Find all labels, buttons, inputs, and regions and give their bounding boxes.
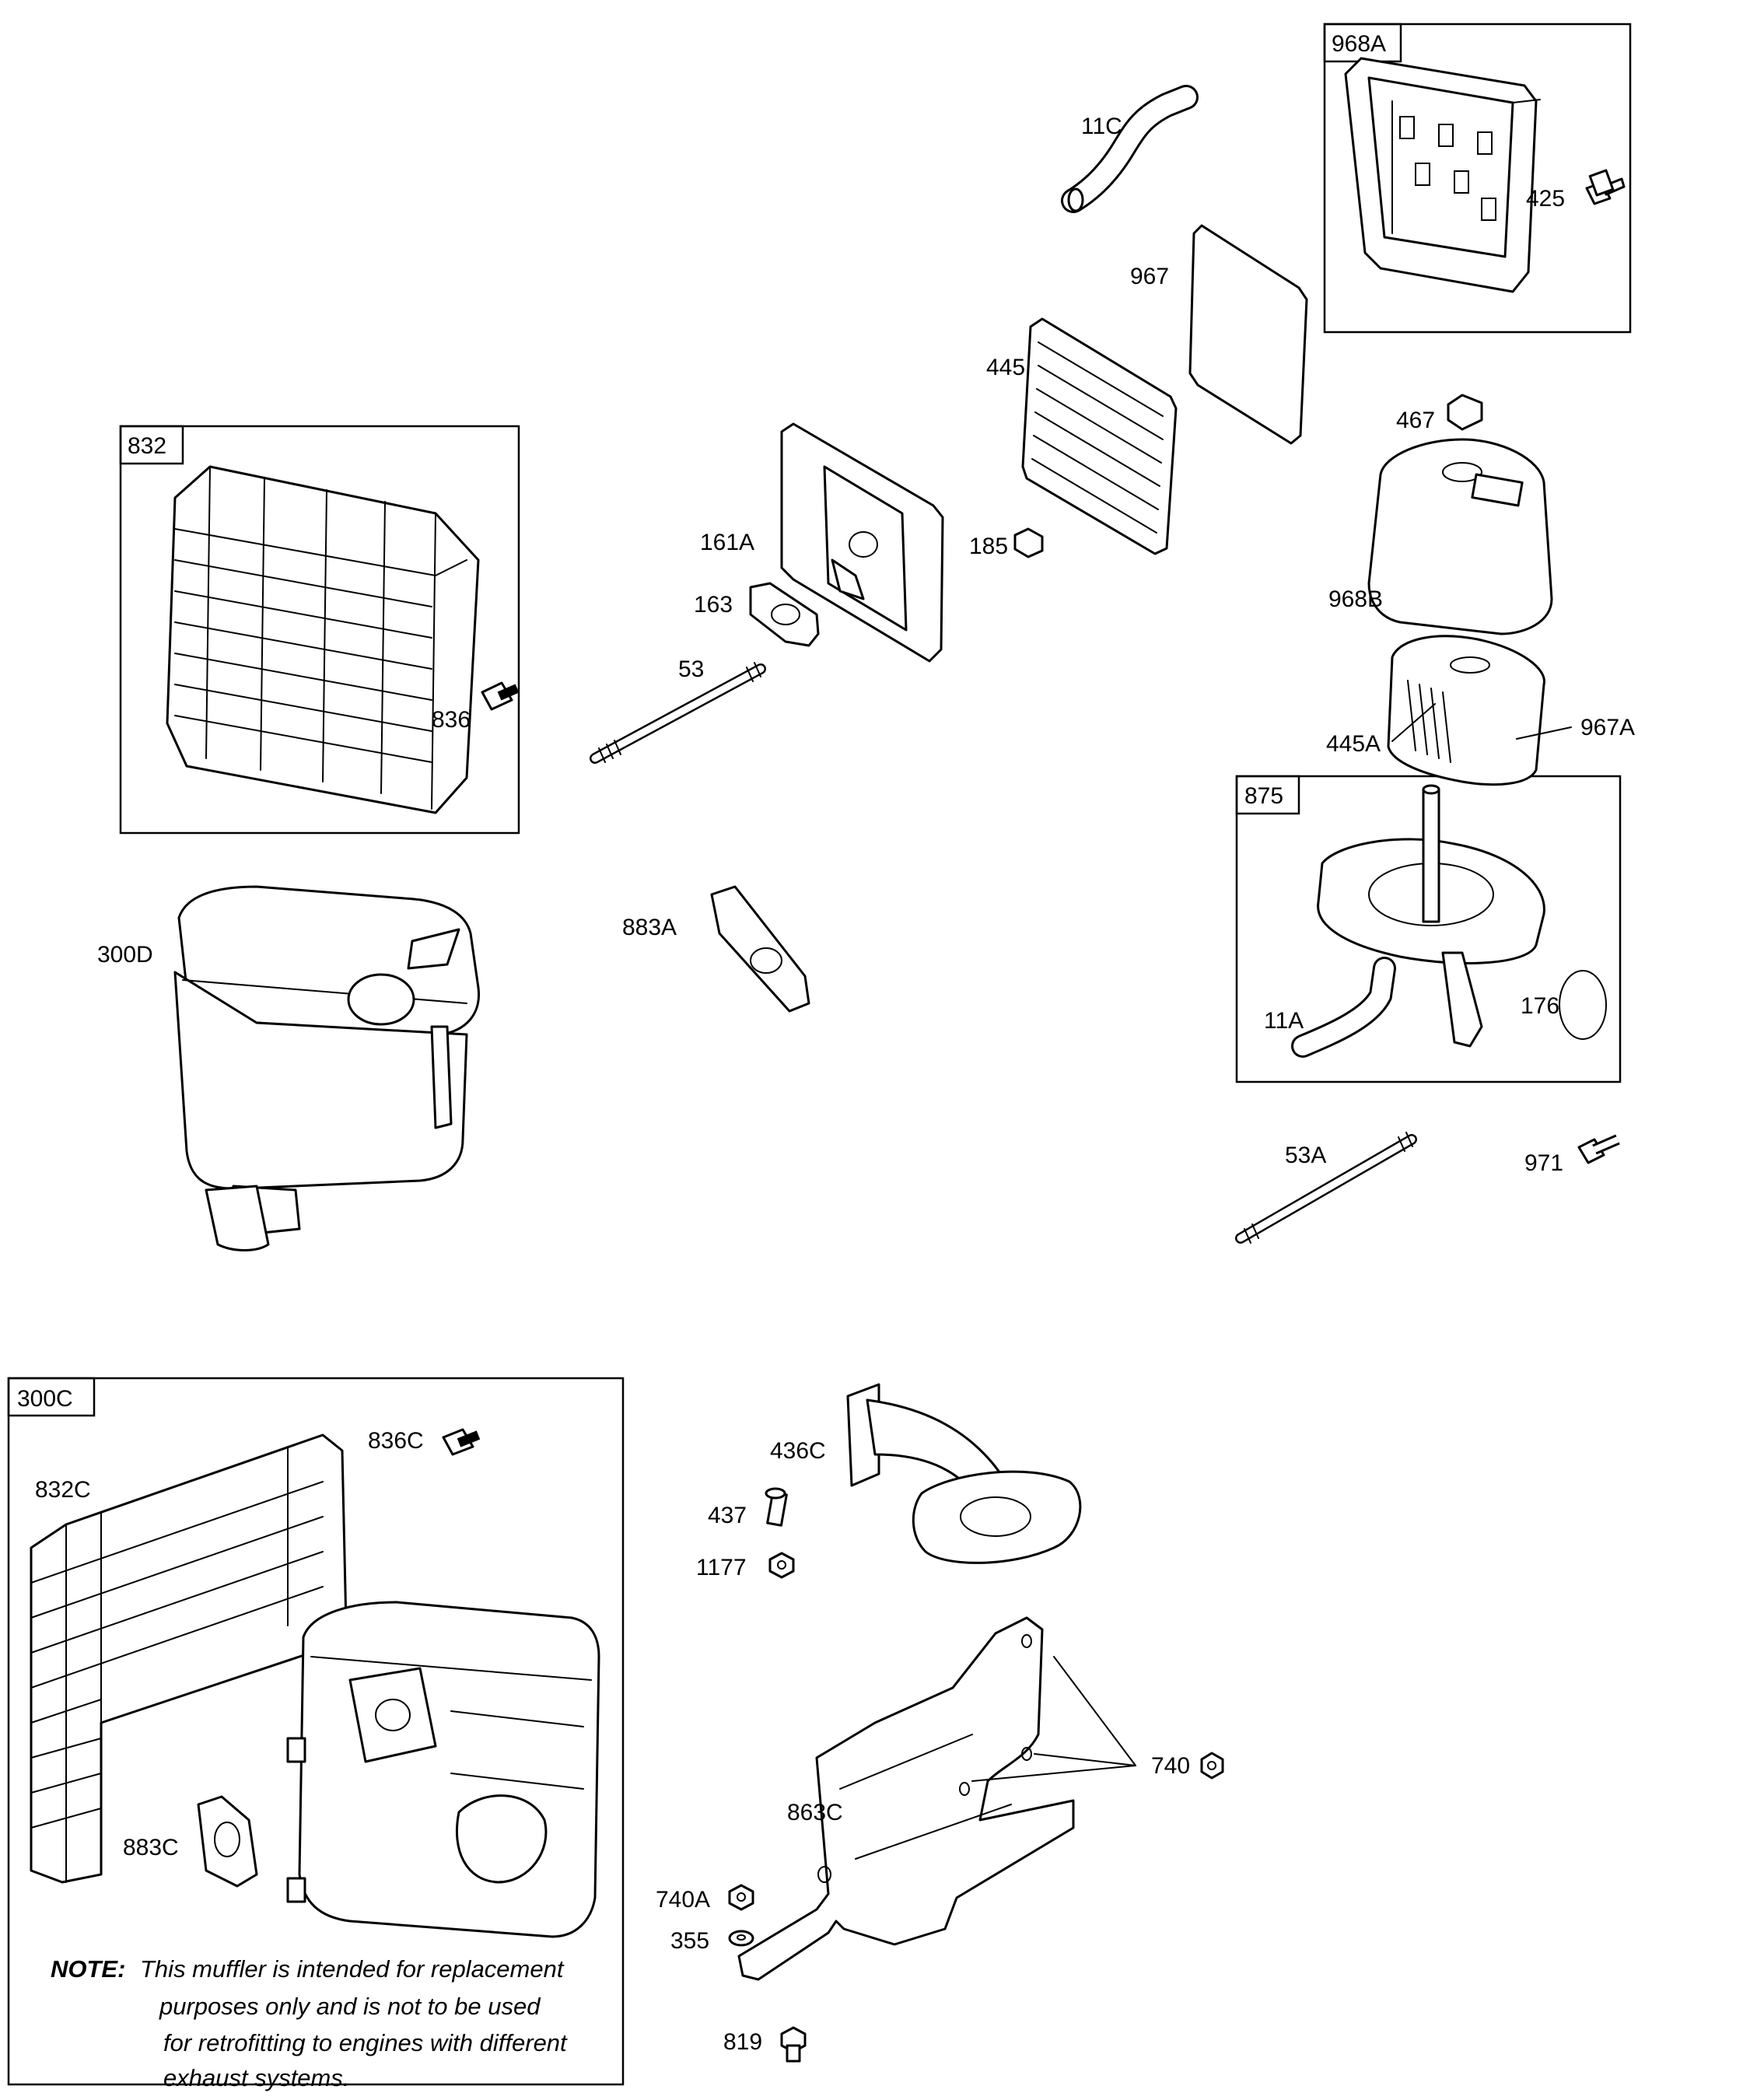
label-445: 445 — [986, 355, 1025, 380]
label-11C: 11C — [1081, 114, 1122, 139]
nut-185-icon — [1013, 527, 1044, 558]
exhaust-elbow-436C-icon — [846, 1383, 1082, 1564]
gasket-163-icon — [749, 582, 820, 647]
label-161A: 161A — [700, 530, 754, 555]
bolt-819-icon — [780, 2026, 807, 2063]
label-968A: 968A — [1332, 31, 1386, 57]
pre-cleaner-967-icon — [1188, 224, 1308, 445]
gasket-883C-icon — [197, 1795, 258, 1888]
label-185: 185 — [969, 534, 1008, 559]
air-filter-445-icon — [1021, 317, 1178, 555]
hose-11A-icon — [1291, 957, 1396, 1058]
stud-53A-icon — [1235, 1132, 1417, 1244]
label-467: 467 — [1396, 408, 1435, 433]
label-819: 819 — [723, 2029, 762, 2055]
label-971: 971 — [1524, 1150, 1563, 1176]
label-968B: 968B — [1328, 586, 1383, 612]
note-line-3: for retrofitting to engines with differe… — [163, 2029, 568, 2056]
label-355: 355 — [670, 1928, 709, 1954]
muffler-note: NOTE: This muffler is intended for repla… — [51, 1955, 568, 2091]
base-plate-161A-icon — [780, 422, 944, 663]
label-740: 740 — [1151, 1753, 1190, 1779]
label-883A: 883A — [622, 915, 677, 940]
label-436C: 436C — [770, 1438, 826, 1464]
cylindrical-filter-445A-icon — [1387, 635, 1545, 786]
label-863C: 863C — [787, 1800, 843, 1825]
box-832: 832 — [119, 425, 520, 835]
label-967: 967 — [1130, 264, 1169, 289]
air-cleaner-cover-968B-icon — [1367, 438, 1553, 635]
nut-1177-icon — [768, 1552, 795, 1579]
o-ring-176-icon — [1559, 970, 1607, 1040]
label-437: 437 — [708, 1503, 747, 1528]
label-875: 875 — [1244, 783, 1283, 809]
bolt-836-icon — [481, 681, 520, 711]
note-heading: NOTE: — [51, 1955, 125, 1983]
label-425: 425 — [1526, 186, 1565, 212]
air-cleaner-cover-968A-icon — [1344, 57, 1541, 293]
screw-437-icon — [765, 1487, 788, 1527]
label-836C: 836C — [368, 1428, 424, 1454]
label-53A: 53A — [1285, 1143, 1326, 1168]
nut-740-icon — [1200, 1752, 1224, 1780]
muffler-300D-icon — [173, 885, 481, 1251]
stud-53-icon — [590, 662, 766, 764]
gasket-883A-icon — [710, 885, 810, 1013]
label-163: 163 — [694, 592, 733, 618]
label-300D: 300D — [97, 942, 153, 968]
note-line-1: This muffler is intended for replacement — [140, 1955, 565, 1983]
screw-425-icon — [1585, 169, 1626, 205]
note-line-2: purposes only and is not to be used — [159, 1993, 541, 2020]
label-832C: 832C — [35, 1477, 91, 1503]
label-1177: 1177 — [696, 1555, 747, 1580]
nut-740A-icon — [728, 1884, 754, 1911]
label-740A: 740A — [656, 1887, 710, 1913]
label-300C: 300C — [17, 1386, 73, 1412]
breather-tube-11C-icon — [1061, 85, 1199, 213]
washer-355-icon — [728, 1930, 754, 1947]
knob-467-icon — [1447, 394, 1483, 431]
label-967A: 967A — [1580, 715, 1635, 740]
label-11A: 11A — [1264, 1008, 1304, 1034]
air-cleaner-base-875-icon — [1317, 784, 1545, 1048]
label-883C: 883C — [123, 1835, 179, 1860]
bracket-863C-icon — [737, 1616, 1075, 1981]
screw-971-icon — [1577, 1134, 1620, 1164]
note-line-4: exhaust systems. — [163, 2064, 349, 2091]
label-53: 53 — [678, 656, 704, 682]
label-445A: 445A — [1326, 731, 1381, 757]
box-300C: 300C — [7, 1377, 625, 2086]
label-832: 832 — [128, 433, 166, 459]
callout-740-leaders — [971, 1656, 1136, 1782]
muffler-300C-icon — [286, 1601, 600, 1938]
box-968A: 968A — [1323, 23, 1632, 334]
box-875: 875 — [1235, 775, 1622, 1083]
label-836: 836 — [432, 707, 471, 733]
bolt-836C-icon — [442, 1428, 481, 1456]
label-176: 176 — [1521, 993, 1559, 1019]
muffler-guard-832-icon — [166, 465, 480, 814]
